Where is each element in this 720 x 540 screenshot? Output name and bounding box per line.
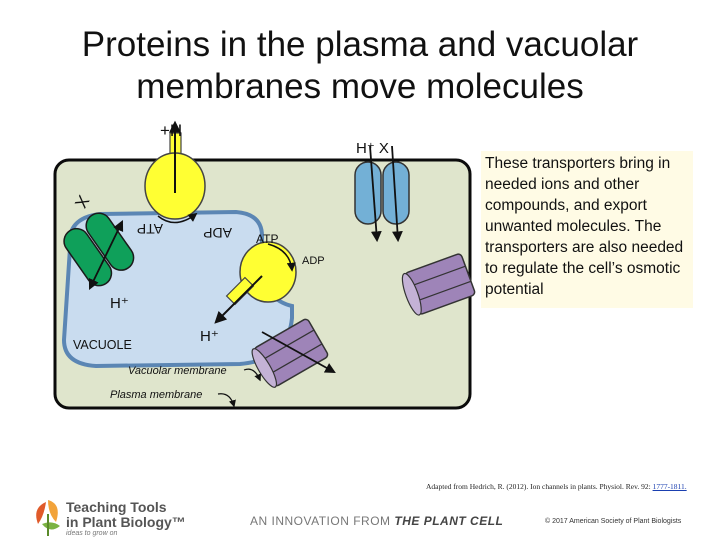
title-line-2: membranes move molecules [136, 67, 584, 106]
label-vacuole: VACUOLE [73, 338, 132, 352]
plasma-transporter-right [401, 253, 476, 316]
proton-pump-vacuolar [225, 241, 297, 306]
cotransport-arrow-h [369, 145, 382, 243]
label-atp: ATP [256, 232, 278, 246]
innovation-prefix: AN INNOVATION FROM [250, 514, 395, 528]
copyright: © 2017 American Society of Plant Biologi… [545, 518, 682, 525]
bottom-transporter-arrow [261, 331, 336, 374]
label-vacuolar-membrane: Vacuolar membrane [128, 365, 227, 377]
callout-box: These transporters bring in needed ions … [481, 151, 693, 308]
logo-tagline: ideas to grow on [66, 530, 118, 537]
innovation-line: AN INNOVATION FROM THE PLANT CELL [250, 514, 503, 528]
label-plasma-membrane: Plasma membrane [110, 389, 202, 401]
title-line-1: Proteins in the plasma and vacuolar [81, 25, 639, 64]
teaching-tools-logo [36, 500, 60, 536]
label-h-vacuole: H⁺ [110, 295, 129, 312]
label-atp-flipped: ATP [137, 221, 163, 237]
label-adp: ADP [302, 255, 325, 267]
citation-link[interactable]: 1777-1811. [652, 482, 687, 491]
innovation-brand: THE PLANT CELL [394, 514, 504, 528]
atp-hydrolysis-arrow [267, 243, 296, 272]
label-h-top: +H [160, 121, 182, 140]
label-adp-flipped: ADP [203, 225, 232, 241]
plasma-transporter-bottom [251, 318, 329, 388]
logo-line-1: Teaching Tools [66, 499, 167, 515]
vacuolar-proton-arrow [214, 275, 263, 324]
citation: Adapted from Hedrich, R. (2012). Ion cha… [426, 482, 687, 491]
plasma-membrane-pointer [217, 393, 236, 408]
label-h-x: H⁺ X [356, 140, 389, 157]
citation-text: Adapted from Hedrich, R. (2012). Ion cha… [426, 482, 653, 491]
vacuolar-membrane-pointer [243, 368, 262, 382]
cotransport-arrow-x [391, 145, 403, 243]
page-title: Proteins in the plasma and vacuolar memb… [0, 24, 720, 108]
vacuolar-channel-arrow [88, 220, 124, 290]
atp-hydrolysis-arrow-top [157, 212, 198, 224]
cell-diagram: +H H⁺ X X ATP ADP ATP ADP H⁺ VACUOLE H⁺ … [53, 120, 476, 410]
logo-wordmark: Teaching Tools in Plant Biology™ [66, 500, 186, 530]
label-h-bottom: H⁺ [200, 328, 219, 345]
logo-line-2: in Plant Biology™ [66, 514, 186, 530]
